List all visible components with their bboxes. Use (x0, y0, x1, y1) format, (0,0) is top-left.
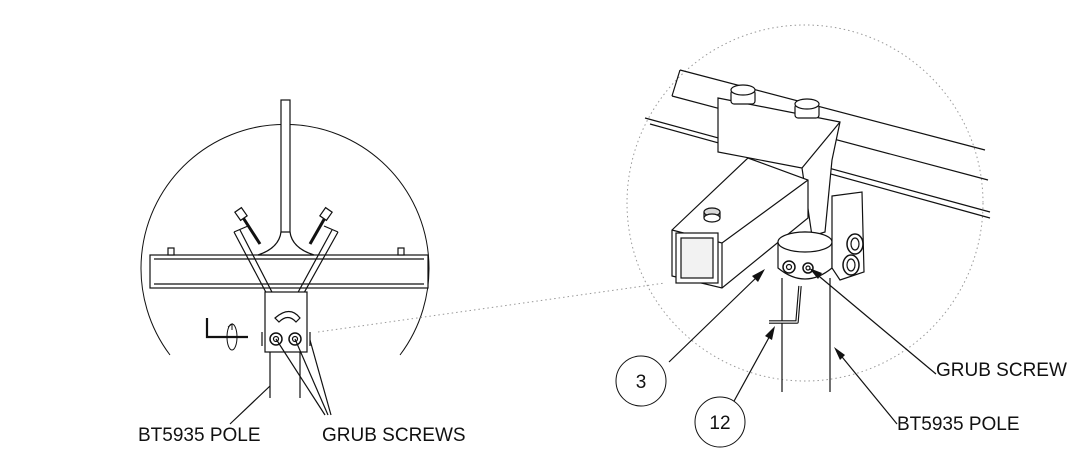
allen-key-right-icon (769, 285, 802, 324)
right-grub-screw-label: GRUB SCREW (936, 360, 1067, 381)
detail-link-dotted (317, 282, 666, 333)
grub-screws-leaders (275, 338, 332, 416)
rotate-arrow-icon (226, 323, 238, 351)
callout-12-leader (732, 326, 775, 404)
allen-key-icon (205, 318, 248, 339)
bracket-bolt-2 (842, 254, 860, 276)
square-tube-arm (671, 157, 809, 289)
mast-flare (257, 231, 315, 256)
right-detail (615, 24, 991, 448)
callout-3-leader (668, 269, 765, 363)
left-pole-label: BT5935 POLE (138, 425, 261, 446)
callout-12-balloon (694, 396, 746, 448)
clamp-bolt-right (308, 206, 333, 245)
left-grub-screws-label: GRUB SCREWS (322, 425, 466, 446)
collar-grub-screw-2 (802, 262, 814, 274)
pole-leader-left (229, 385, 271, 425)
right-detail-circle (626, 24, 984, 382)
callout-3-number: 3 (636, 372, 647, 393)
collar-grub-screw-1 (782, 260, 796, 274)
pole-right (781, 278, 831, 392)
plate-bolt-2 (794, 98, 820, 119)
callout-12-number: 12 (709, 413, 730, 434)
tube-grub-screw (703, 207, 721, 223)
right-pole-label: BT5935 POLE (897, 414, 1020, 435)
pole-left (269, 352, 301, 398)
bracket-bolt-1 (846, 233, 864, 255)
clamp-bolt-left (234, 206, 262, 245)
pole-leader-right (834, 347, 898, 425)
plate-bolt-1 (730, 84, 756, 105)
grub-screw-leader (809, 268, 937, 375)
horizontal-beam (149, 247, 429, 289)
vertical-mast (280, 99, 291, 236)
callout-3-balloon (615, 355, 667, 407)
left-detail (140, 99, 430, 425)
sleeve-slot (274, 310, 301, 323)
